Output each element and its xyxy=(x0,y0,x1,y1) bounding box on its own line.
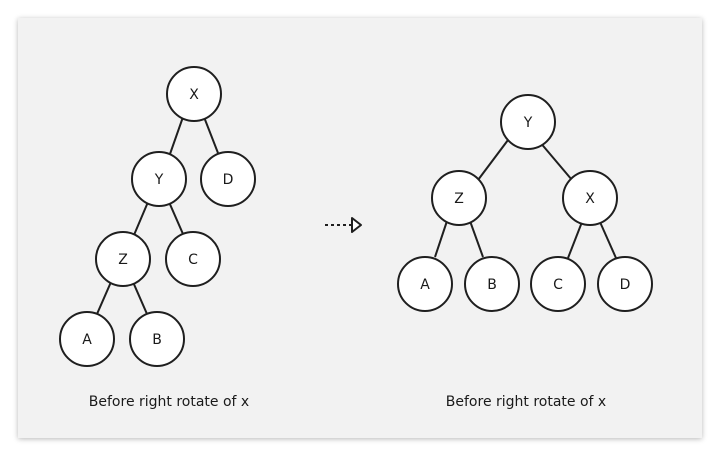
node-label: D xyxy=(620,277,631,293)
edge-z-a xyxy=(434,220,448,258)
node-label: B xyxy=(152,332,162,348)
node-label: X xyxy=(189,87,199,103)
edge-x-d xyxy=(599,221,617,259)
tree-node-d: D xyxy=(597,256,653,312)
tree-node-z: Z xyxy=(431,170,487,226)
edge-x-y xyxy=(169,116,184,155)
tree-node-a: A xyxy=(397,256,453,312)
tree-node-x: X xyxy=(562,170,618,226)
tree-node-b: B xyxy=(129,311,185,367)
tree-node-d: D xyxy=(200,151,256,207)
after-caption: Before right rotate of x xyxy=(446,394,606,410)
tree-node-x: X xyxy=(166,66,222,122)
node-label: A xyxy=(82,332,92,348)
before-caption: Before right rotate of x xyxy=(89,394,249,410)
node-label: X xyxy=(585,191,595,207)
edge-x-c xyxy=(567,221,583,259)
tree-node-y: Y xyxy=(500,94,556,150)
edge-y-z xyxy=(133,201,149,236)
node-label: Y xyxy=(523,115,533,131)
node-label: B xyxy=(487,277,497,293)
tree-node-a: A xyxy=(59,311,115,367)
dashed-arrow-right-icon xyxy=(325,217,362,233)
edge-z-b xyxy=(469,220,484,258)
node-label: C xyxy=(188,252,198,268)
node-label: A xyxy=(420,277,430,293)
edge-y-x xyxy=(538,140,573,181)
node-label: Y xyxy=(154,172,164,188)
tree-node-c: C xyxy=(165,231,221,287)
node-label: D xyxy=(223,172,234,188)
edge-y-c xyxy=(168,201,184,235)
diagram-panel xyxy=(18,18,702,438)
tree-node-y: Y xyxy=(131,151,187,207)
edge-y-z xyxy=(477,139,509,181)
after-tree: Y Z X A B C D Before right rotate of x xyxy=(397,94,653,410)
node-label: Z xyxy=(118,252,128,268)
edge-z-b xyxy=(132,281,148,315)
before-tree: X Y D Z C A B Before right rotate of x xyxy=(59,66,256,410)
tree-node-b: B xyxy=(464,256,520,312)
node-label: Z xyxy=(454,191,464,207)
node-label: C xyxy=(553,277,563,293)
tree-node-c: C xyxy=(530,256,586,312)
tree-node-z: Z xyxy=(95,231,151,287)
edge-z-a xyxy=(96,281,112,315)
edge-x-d xyxy=(203,116,219,154)
